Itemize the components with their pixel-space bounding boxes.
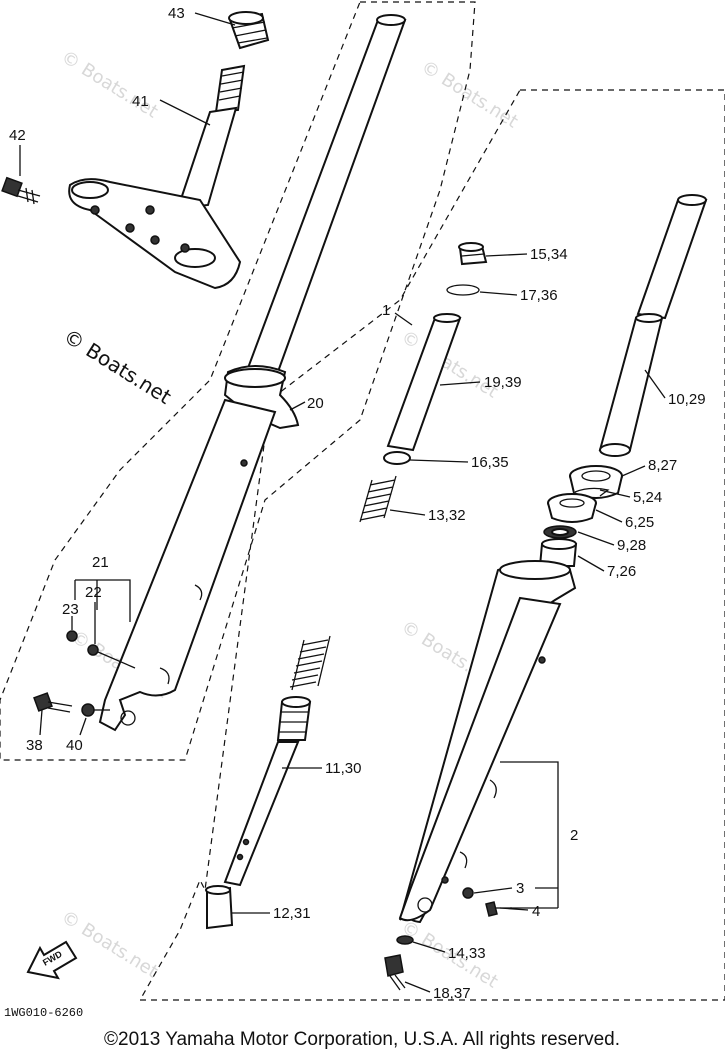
callout-13-32: 13,32 [428,507,466,524]
part-42-bolt [1,176,41,205]
callout-8-27: 8,27 [648,457,677,474]
right-column-parts [398,194,708,924]
callout-9-28: 9,28 [617,537,646,554]
callout-1: 1 [382,302,390,319]
callout-43: 43 [168,5,185,22]
callout-5-24: 5,24 [633,489,662,506]
part-41-steering-stem [68,64,246,290]
callout-labels: 43 41 42 20 21 22 23 38 40 15,34 17,36 1… [9,5,706,1002]
callout-40: 40 [66,737,83,754]
leader-lines [19,12,666,993]
watermark-dark: © Boats.net [59,324,175,409]
callout-41: 41 [132,93,149,110]
part-20-outer-tube [98,14,407,732]
callout-7-26: 7,26 [607,563,636,580]
callout-42: 42 [9,127,26,144]
bracket-2 [500,761,559,909]
callout-11-30: 11,30 [325,760,361,777]
middle-column-parts [205,242,488,991]
callout-6-25: 6,25 [625,514,654,531]
part-43-steering-nut [228,11,270,50]
left-small-parts [33,630,136,717]
callout-23: 23 [62,601,79,618]
group-outline-middle [138,89,725,1001]
callout-22: 22 [85,584,102,601]
bracket-21 [74,579,131,622]
copyright-text: ©2013 Yamaha Motor Corporation, U.S.A. A… [104,1029,620,1049]
callout-12-31: 12,31 [273,905,311,922]
fwd-arrow-icon: FWD [26,940,78,980]
callout-19-39: 19,39 [484,374,522,391]
watermark-1: © Boats.net [57,46,161,122]
group-outline-left [0,1,476,761]
callout-3: 3 [516,880,524,897]
callout-38: 38 [26,737,43,754]
callout-17-36: 17,36 [520,287,558,304]
callout-20: 20 [307,395,324,412]
callout-4: 4 [532,903,540,920]
callout-16-35: 16,35 [471,454,509,471]
callout-10-29: 10,29 [668,391,706,408]
watermark-2: © Boats.net [417,56,521,132]
callout-18-37: 18,37 [433,985,471,1002]
watermark-6: © Boats.net [57,906,161,982]
diagram-code: 1WG010-6260 [4,1006,83,1020]
callout-2: 2 [570,827,578,844]
callout-21: 21 [92,554,109,571]
callout-15-34: 15,34 [530,246,568,263]
callout-14-33: 14,33 [448,945,486,962]
